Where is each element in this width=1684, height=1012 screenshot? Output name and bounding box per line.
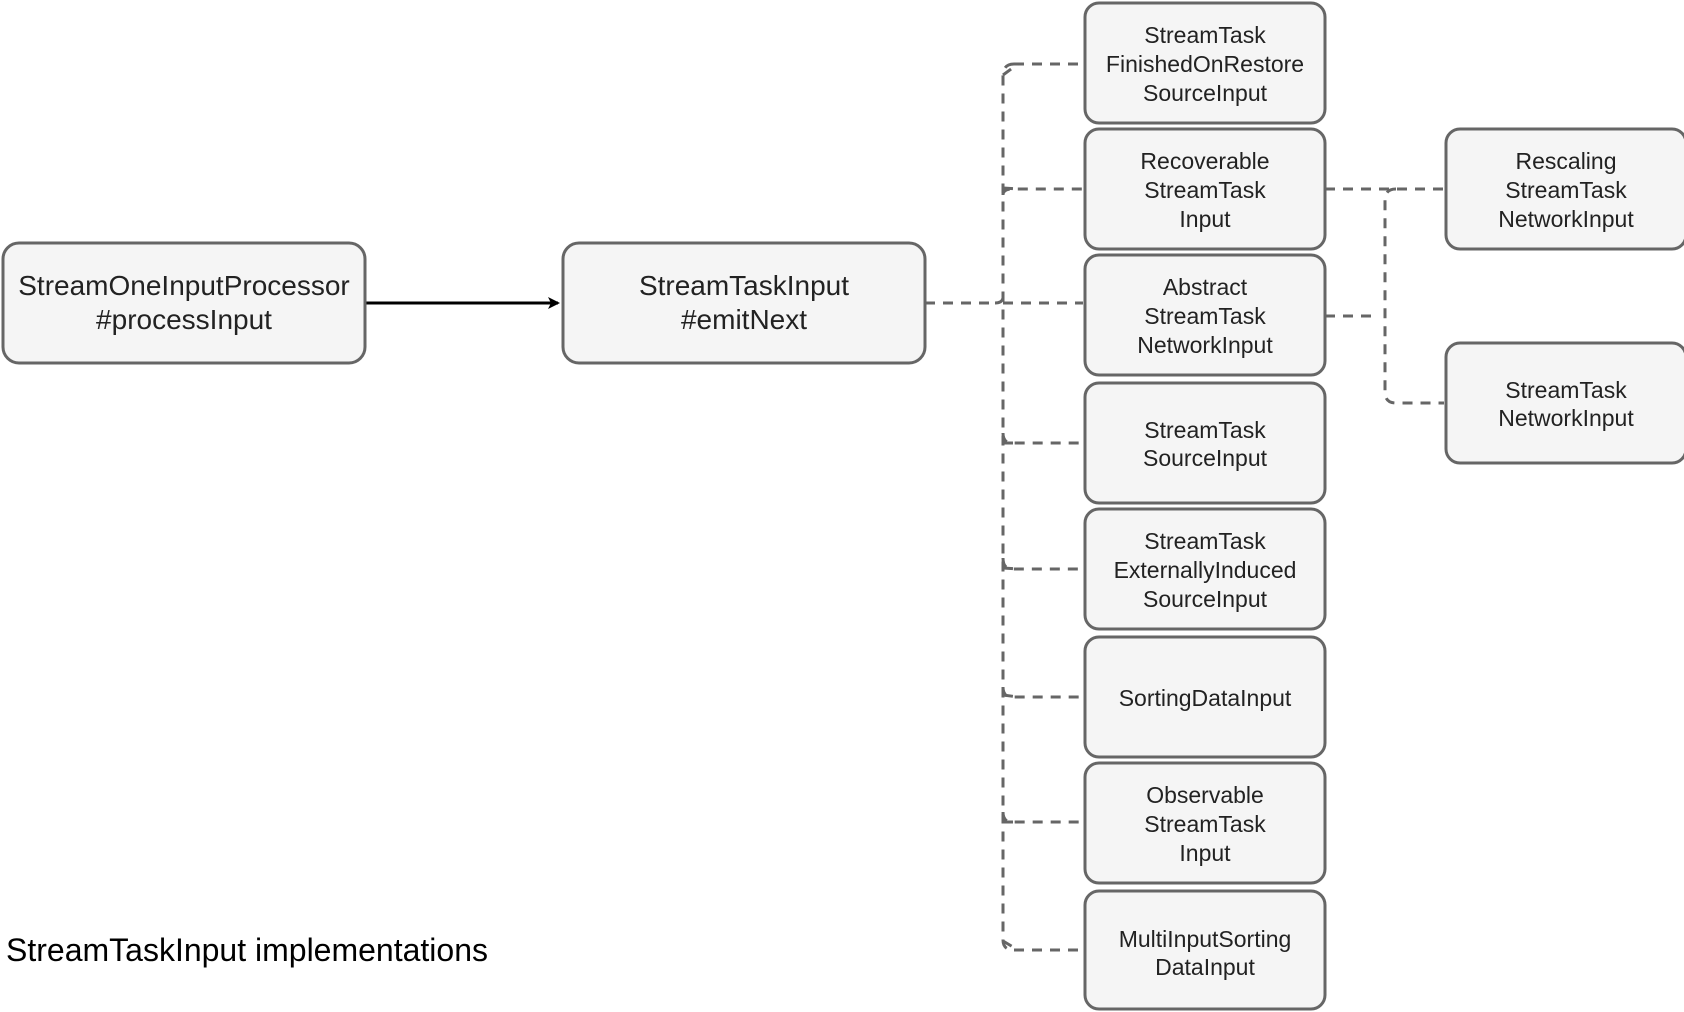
edge-to-observable (1001, 811, 1083, 824)
node-rescaling-line-3: NetworkInput (1498, 206, 1634, 232)
node-finished-on-restore-line-3: SourceInput (1143, 80, 1268, 106)
svg-text:StreamTask: StreamTask (1505, 377, 1627, 403)
node-sorting-data-line-1: SortingDataInput (1119, 685, 1292, 711)
node-multi-sorting-line-2: DataInput (1155, 954, 1255, 980)
node-rescaling-line-1: Rescaling (1516, 148, 1617, 174)
node-recoverable-line-2: StreamTask (1144, 177, 1266, 203)
svg-text:NetworkInput: NetworkInput (1137, 332, 1273, 358)
node-abstract-network-line-1: Abstract (1163, 274, 1248, 300)
node-recoverable[interactable]: Recoverable StreamTask Input (1083, 127, 1327, 251)
edge-to-source-input (1001, 432, 1083, 445)
node-externally-induced[interactable]: StreamTask ExternallyInduced SourceInput (1083, 507, 1327, 631)
node-recoverable-line-1: Recoverable (1140, 148, 1269, 174)
edge-sub-bus-vertical (1383, 187, 1444, 405)
node-task-input-line-1: StreamTaskInput (639, 270, 849, 301)
edge-bus-vertical (1001, 62, 1015, 952)
node-processor-line-2: #processInput (96, 304, 272, 335)
svg-text:StreamTask: StreamTask (1505, 177, 1627, 203)
edge-task-input-to-implementations-trunk (925, 62, 1019, 952)
svg-text:Recoverable: Recoverable (1140, 148, 1269, 174)
svg-text:StreamTask: StreamTask (1144, 417, 1266, 443)
svg-text:StreamTask: StreamTask (1144, 303, 1266, 329)
svg-text:#emitNext: #emitNext (681, 304, 807, 335)
svg-text:StreamOneInputProcessor: StreamOneInputProcessor (18, 270, 350, 301)
svg-text:FinishedOnRestore: FinishedOnRestore (1106, 51, 1304, 77)
node-task-input[interactable]: StreamTaskInput #emitNext (561, 241, 927, 365)
svg-text:DataInput: DataInput (1155, 954, 1255, 980)
node-finished-on-restore-line-2: FinishedOnRestore (1106, 51, 1304, 77)
node-sorting-data[interactable]: SortingDataInput (1083, 635, 1327, 759)
node-task-input-line-2: #emitNext (681, 304, 807, 335)
edge-to-sorting-data (1001, 686, 1083, 699)
node-source-input[interactable]: StreamTask SourceInput (1083, 381, 1327, 505)
node-network-input-line-2: NetworkInput (1498, 405, 1634, 431)
svg-text:StreamTask: StreamTask (1144, 811, 1266, 837)
node-externally-induced-line-2: ExternallyInduced (1114, 557, 1297, 583)
edge-to-abstract-network (994, 296, 1083, 305)
node-observable-line-2: StreamTask (1144, 811, 1266, 837)
connectors (365, 62, 1444, 952)
svg-text:StreamTaskInput: StreamTaskInput (639, 270, 849, 301)
node-recoverable-line-3: Input (1179, 206, 1231, 232)
node-processor[interactable]: StreamOneInputProcessor #processInput (1, 241, 367, 365)
svg-text:Input: Input (1179, 840, 1231, 866)
svg-text:SourceInput: SourceInput (1143, 445, 1268, 471)
edge-to-recoverable (1001, 187, 1083, 196)
node-network-input[interactable]: StreamTask NetworkInput (1444, 341, 1684, 465)
node-multi-sorting-line-1: MultiInputSorting (1119, 926, 1292, 952)
svg-text:SourceInput: SourceInput (1143, 586, 1268, 612)
svg-text:SortingDataInput: SortingDataInput (1119, 685, 1292, 711)
node-source-input-line-2: SourceInput (1143, 445, 1268, 471)
node-abstract-network-line-3: NetworkInput (1137, 332, 1273, 358)
svg-text:StreamTask: StreamTask (1144, 22, 1266, 48)
svg-text:ExternallyInduced: ExternallyInduced (1114, 557, 1297, 583)
node-observable-line-3: Input (1179, 840, 1231, 866)
node-source-input-line-1: StreamTask (1144, 417, 1266, 443)
node-observable[interactable]: Observable StreamTask Input (1083, 761, 1327, 885)
node-multi-sorting[interactable]: MultiInputSorting DataInput (1083, 889, 1327, 1011)
node-rescaling-line-2: StreamTask (1505, 177, 1627, 203)
node-rescaling[interactable]: Rescaling StreamTask NetworkInput (1444, 127, 1684, 251)
svg-text:MultiInputSorting: MultiInputSorting (1119, 926, 1292, 952)
diagram-caption: StreamTaskInput implementations (6, 932, 488, 968)
svg-text:Input: Input (1179, 206, 1231, 232)
node-finished-on-restore-line-1: StreamTask (1144, 22, 1266, 48)
svg-text:#processInput: #processInput (96, 304, 272, 335)
svg-text:SourceInput: SourceInput (1143, 80, 1268, 106)
node-externally-induced-line-3: SourceInput (1143, 586, 1268, 612)
node-abstract-network[interactable]: Abstract StreamTask NetworkInput (1083, 253, 1327, 377)
svg-text:Observable: Observable (1146, 782, 1264, 808)
node-network-input-line-1: StreamTask (1505, 377, 1627, 403)
node-externally-induced-line-1: StreamTask (1144, 528, 1266, 554)
svg-text:Rescaling: Rescaling (1516, 148, 1617, 174)
svg-text:StreamTask: StreamTask (1144, 177, 1266, 203)
node-observable-line-1: Observable (1146, 782, 1264, 808)
node-processor-line-1: StreamOneInputProcessor (18, 270, 350, 301)
svg-text:NetworkInput: NetworkInput (1498, 206, 1634, 232)
svg-text:StreamTask: StreamTask (1144, 528, 1266, 554)
svg-text:Abstract: Abstract (1163, 274, 1248, 300)
node-finished-on-restore[interactable]: StreamTask FinishedOnRestore SourceInput (1083, 1, 1327, 125)
svg-text:NetworkInput: NetworkInput (1498, 405, 1634, 431)
edge-to-externally-induced (1001, 557, 1083, 571)
node-abstract-network-line-2: StreamTask (1144, 303, 1266, 329)
